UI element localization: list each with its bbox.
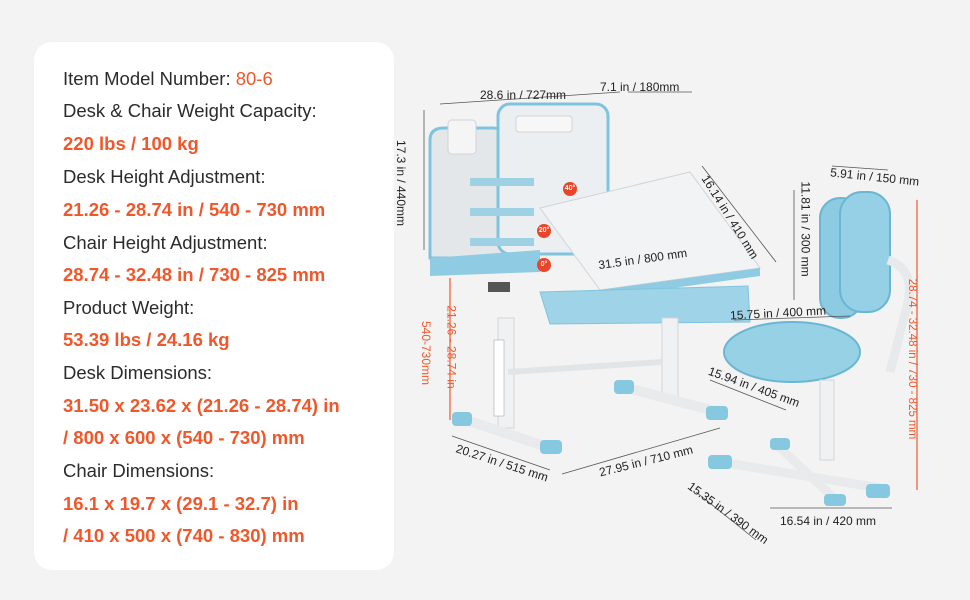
desk-dimensions-value-mm: / 800 x 600 x (540 - 730) mm: [63, 427, 305, 448]
shelf-width-dimension: 28.6 in / 727mm: [480, 88, 567, 102]
angle-20-badge: 20°: [537, 224, 551, 238]
shelf-height-dimension: 17.3 in / 440mm: [394, 139, 409, 227]
product-illustration: 40° 20° 0° 28.6 in / 727mm 7.1 in / 180m…: [394, 0, 970, 600]
product-weight-value: 53.39 lbs / 24.16 kg: [63, 329, 230, 350]
desk-height-mm-dimension: 540-730mm: [419, 320, 434, 386]
chair-height-label: Chair Height Adjustment:: [63, 232, 268, 253]
model-number-label: Item Model Number:: [63, 68, 231, 89]
shelf-depth-dimension: 7.1 in / 180mm: [600, 80, 680, 94]
weight-capacity-label: Desk & Chair Weight Capacity:: [63, 100, 317, 121]
specifications-card: Item Model Number: 80-6 Desk & Chair Wei…: [34, 42, 394, 570]
angle-40-badge: 40°: [563, 182, 577, 196]
model-number-value: 80-6: [235, 68, 273, 89]
chair-dimensions-label: Chair Dimensions:: [63, 460, 215, 481]
desk-dimensions-label: Desk Dimensions:: [63, 362, 213, 383]
backrest-height-dimension: 11.81 in / 300 mm: [798, 181, 813, 277]
angle-0-badge: 0°: [537, 258, 551, 272]
chair-height-value: 28.74 - 32.48 in / 730 - 825 mm: [63, 264, 326, 285]
dimension-lines: [423, 91, 892, 541]
desk-height-value: 21.26 - 28.74 in / 540 - 730 mm: [63, 199, 326, 220]
chair-shape: [708, 191, 914, 506]
desk-shape: [428, 102, 761, 454]
desk-chair-drawing: [423, 91, 918, 541]
desk-height-label: Desk Height Adjustment:: [63, 166, 266, 187]
orange-height-lines: [449, 200, 918, 490]
desk-dimensions-value-inches: 31.50 x 23.62 x (21.26 - 28.74) in: [63, 395, 340, 416]
chair-height-dimension: 28.74 - 32.48 in / 730 - 825 mm: [906, 278, 919, 440]
weight-capacity-value: 220 lbs / 100 kg: [63, 133, 199, 154]
chair-base-width-dimension: 16.54 in / 420 mm: [780, 514, 877, 528]
chair-dimensions-value-mm: / 410 x 500 x (740 - 830) mm: [63, 525, 305, 546]
chair-dimensions-value-inches: 16.1 x 19.7 x (29.1 - 32.7) in: [63, 493, 299, 514]
product-weight-label: Product Weight:: [63, 297, 195, 318]
model-number-row: Item Model Number: 80-6: [63, 68, 384, 90]
desk-height-dimension: 21.26 - 28.74 in: [444, 305, 459, 389]
